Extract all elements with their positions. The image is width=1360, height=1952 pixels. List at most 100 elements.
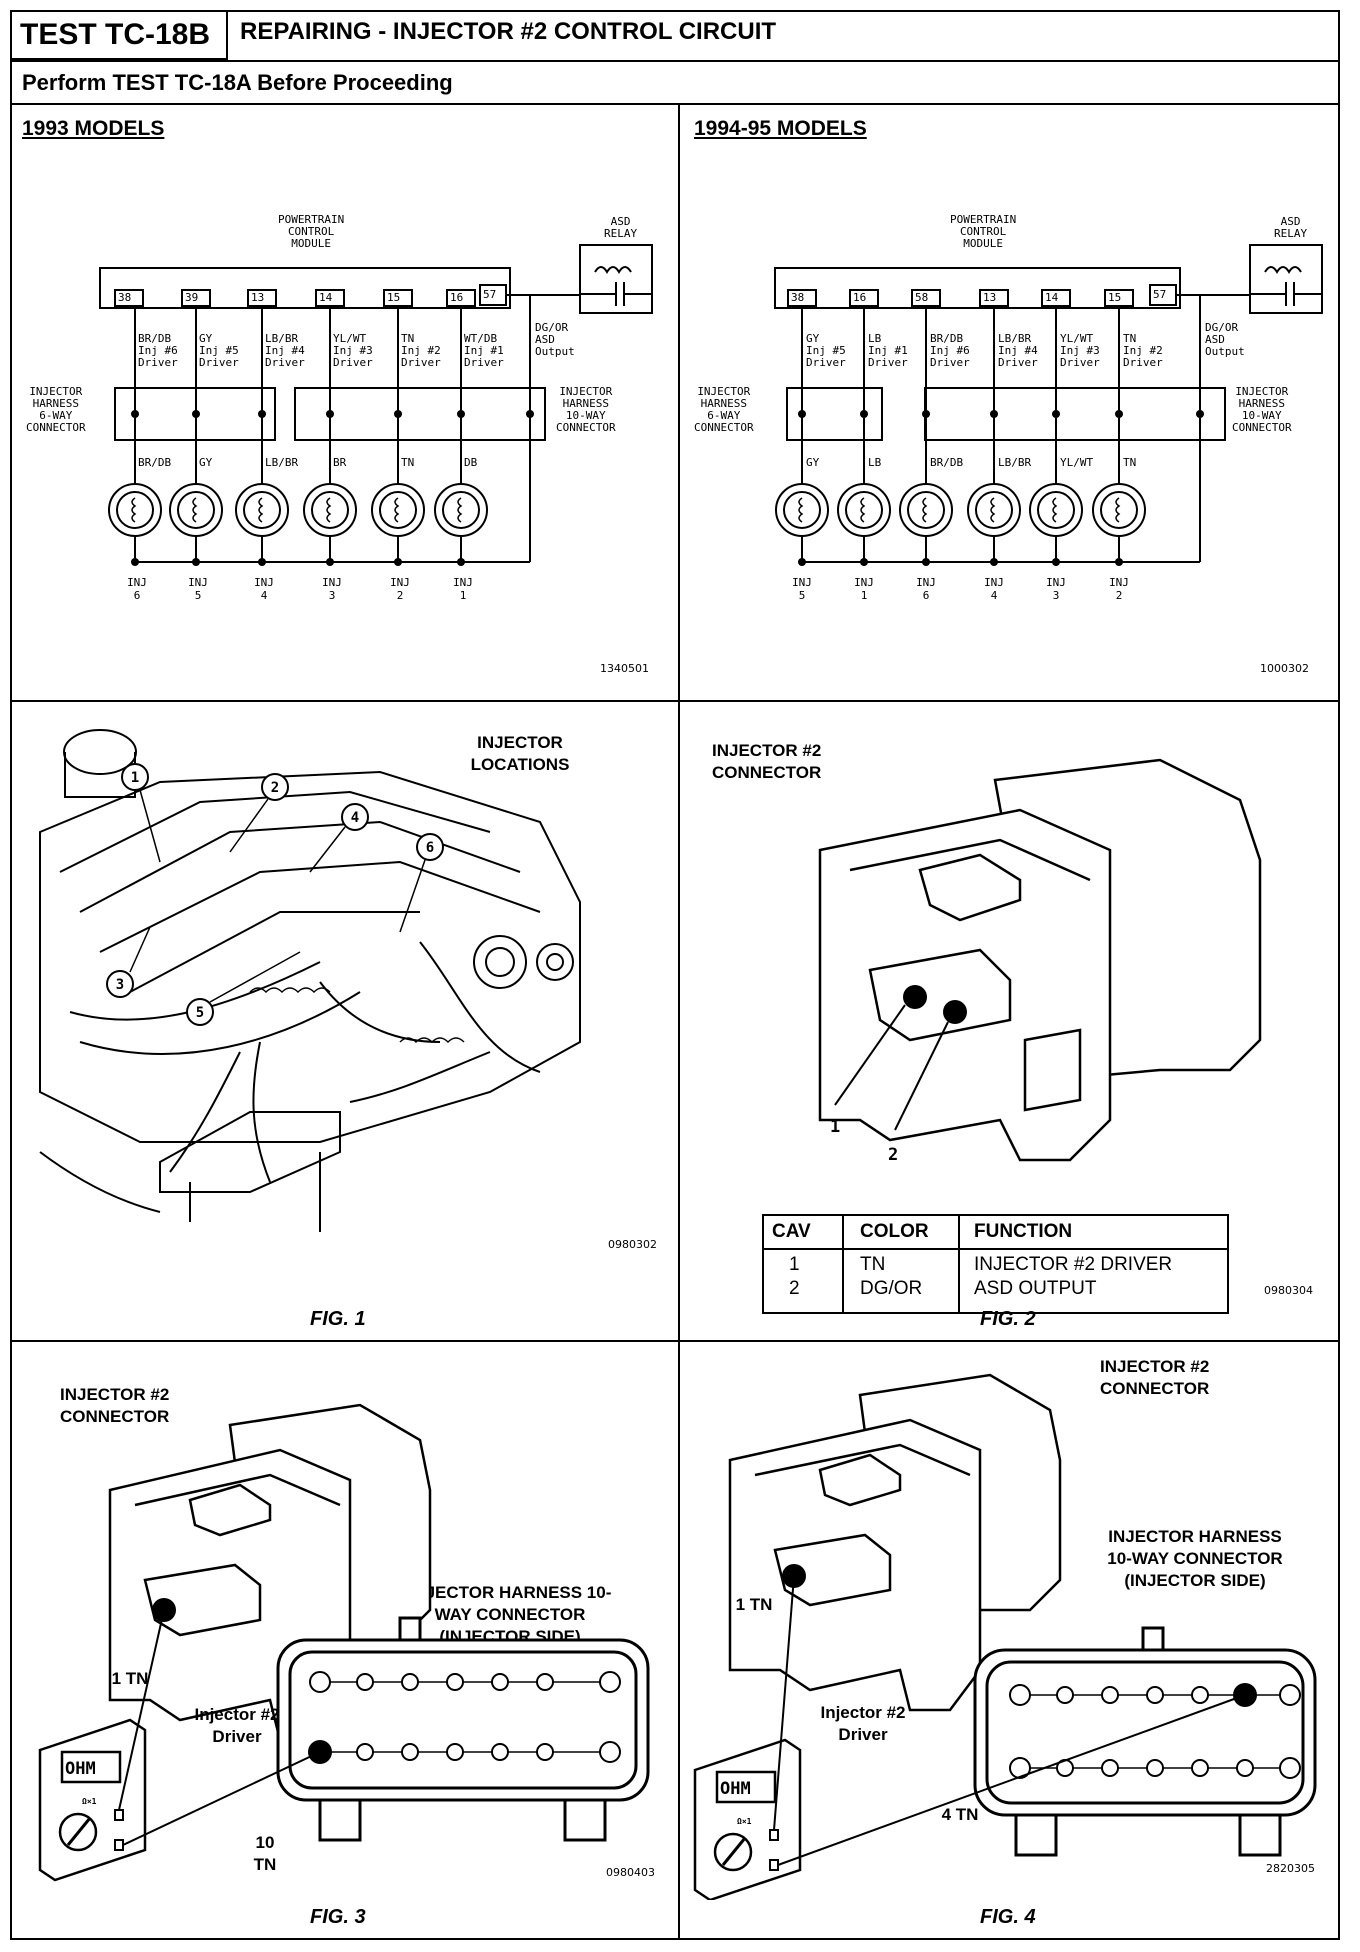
table-cell: 1	[789, 1254, 800, 1275]
wire-color: LB	[868, 456, 882, 469]
pin-57: 57	[483, 288, 497, 301]
circuit-label: Injector #2 Driver	[820, 1703, 906, 1744]
figure-ref: 0980304	[1264, 1284, 1313, 1297]
table-header: CAV	[772, 1221, 811, 1242]
wire-color: LB/BR	[265, 456, 299, 469]
fig-1-label: FIG. 1	[310, 1308, 366, 1330]
schematic-1993	[99, 244, 653, 566]
pin-58: 58	[915, 291, 929, 304]
probe-label-a: 1 TN	[735, 1595, 773, 1614]
fig-4-label: FIG. 4	[980, 1906, 1036, 1928]
figure-ref: 1340501	[600, 662, 649, 675]
divider	[678, 700, 680, 1340]
page-title: REPAIRING - INJECTOR #2 CONTROL CIRCUIT	[240, 18, 777, 45]
heading-1993-models: 1993 MODELS	[22, 117, 165, 140]
pin-15: 15	[387, 291, 401, 304]
pin-14: 14	[1045, 291, 1059, 304]
pin-57: 57	[1153, 288, 1167, 301]
figure-ref: 2820305	[1266, 1862, 1315, 1875]
divider	[10, 1340, 1340, 1342]
fig-2-label: FIG. 2	[980, 1308, 1036, 1330]
pin-16: 16	[450, 291, 464, 304]
injector-label: INJ 2	[390, 576, 410, 602]
pin-15: 15	[1108, 291, 1122, 304]
injector-label: INJ 5	[792, 576, 812, 602]
figure-ref: 1000302	[1260, 662, 1309, 675]
table-cell: 2	[789, 1278, 800, 1299]
cavity-table: CAV COLOR FUNCTION 1 TN INJECTOR #2 DRIV…	[762, 1214, 1229, 1314]
probe-label-b: 10 TN	[253, 1833, 277, 1874]
wire-color: YL/WT	[1060, 456, 1094, 469]
callout-4: 4	[351, 810, 359, 826]
connector-title: INJECTOR #2 CONNECTOR	[712, 741, 822, 782]
table-cell: INJECTOR #2 DRIVER	[974, 1254, 1173, 1275]
fig4-illustration: OHM Ω×1	[693, 1373, 1317, 1900]
figure-ref: 0980302	[608, 1238, 657, 1251]
schematic-1994-95	[774, 244, 1323, 566]
wire-color: TN	[1123, 456, 1137, 469]
meter-display: OHM	[720, 1779, 751, 1799]
pin-16: 16	[853, 291, 867, 304]
wire-color: BR/DB	[930, 456, 964, 469]
fig-3-label: FIG. 3	[310, 1906, 366, 1928]
wire-color: GY	[199, 456, 213, 469]
table-header: COLOR	[860, 1221, 929, 1242]
callout-5: 5	[196, 1005, 204, 1021]
probe-label-b: 4 TN	[941, 1805, 979, 1824]
table-header: FUNCTION	[974, 1221, 1073, 1242]
divider	[10, 103, 1340, 105]
injector-label: INJ 4	[254, 576, 274, 602]
callout-6: 6	[426, 840, 434, 856]
callout-2: 2	[888, 1145, 898, 1165]
meter-range: Ω×1	[82, 1797, 97, 1806]
wire-color: TN	[401, 456, 415, 469]
connector-title: INJECTOR #2 CONNECTOR	[60, 1385, 170, 1426]
wire-color: LB/BR	[998, 456, 1032, 469]
divider	[10, 60, 1340, 62]
injector-locations-title: INJECTOR LOCATIONS	[470, 733, 570, 774]
harness-title: INJECTOR HARNESS 10-WAY CONNECTOR (INJEC…	[1107, 1527, 1283, 1590]
pin-39: 39	[185, 291, 199, 304]
injector-label: INJ 3	[322, 576, 342, 602]
pin-13: 13	[251, 291, 265, 304]
injector-label: INJ 6	[916, 576, 936, 602]
injector-label: INJ 1	[453, 576, 473, 602]
callout-2: 2	[271, 780, 279, 796]
table-cell: DG/OR	[860, 1278, 923, 1299]
pin-38: 38	[118, 291, 132, 304]
callout-1: 1	[830, 1117, 840, 1137]
injector-label: INJ 6	[127, 576, 147, 602]
page-frame	[10, 10, 1340, 1940]
connector-illustration: 1 2	[818, 758, 1262, 1165]
pin-13: 13	[983, 291, 997, 304]
table-cell: TN	[860, 1254, 886, 1275]
divider	[10, 700, 1340, 702]
injector-label: INJ 5	[188, 576, 208, 602]
fig3-illustration: OHM Ω×1	[38, 1403, 650, 1882]
test-id: TEST TC-18B	[10, 10, 228, 60]
circuit-label: Injector #2 Driver	[194, 1705, 280, 1746]
injector-label: INJ 1	[854, 576, 874, 602]
callout-1: 1	[131, 770, 139, 786]
injector-label: INJ 2	[1109, 576, 1129, 602]
injector-label: INJ 4	[984, 576, 1004, 602]
pin-14: 14	[319, 291, 333, 304]
figure-ref: 0980403	[606, 1866, 655, 1879]
engine-illustration: 1 2 3 4 5 6	[39, 729, 581, 1232]
